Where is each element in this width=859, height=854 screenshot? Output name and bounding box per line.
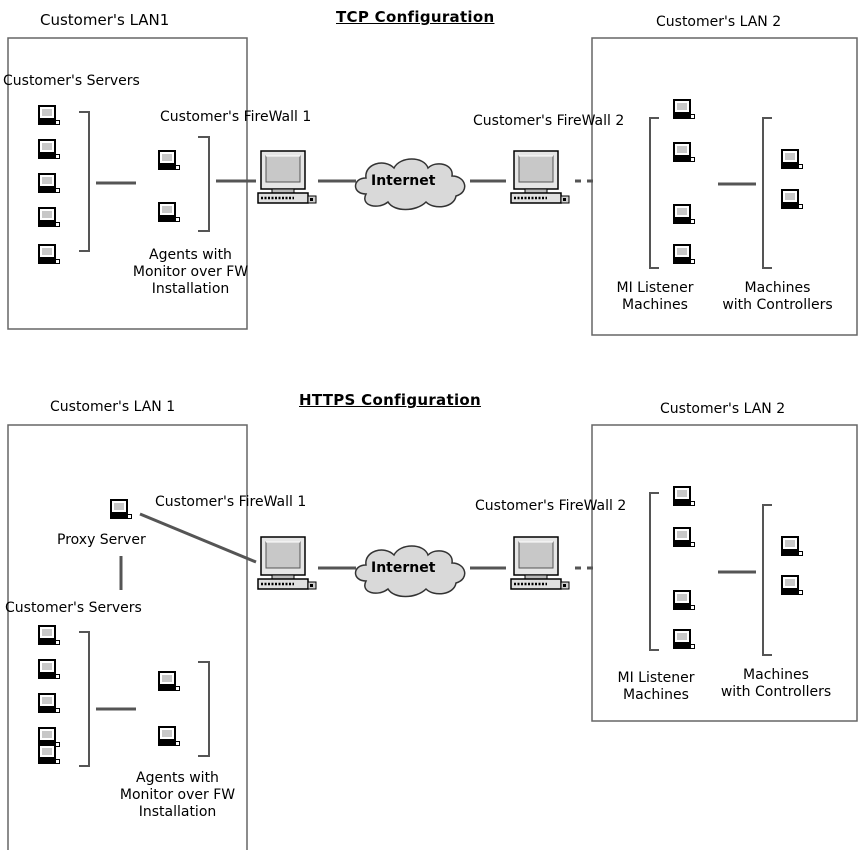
tcp-listener-label: MI Listener Machines (605, 280, 705, 314)
tcp-agent-computer-icon (157, 202, 181, 223)
tcp-listener-computer-icon (672, 204, 696, 225)
https-agents-line: Monitor over FW (119, 787, 236, 803)
https-firewall1-computer-icon (256, 535, 318, 591)
https-server-computer-icon (37, 625, 61, 646)
tcp-listener-computer-icon (672, 142, 696, 163)
https-agents-bracket (198, 661, 210, 757)
tcp-agent-computer-icon (157, 150, 181, 171)
tcp-servers-label: Customer's Servers (3, 73, 140, 89)
https-agent-computer-icon (157, 726, 181, 747)
tcp-agents-line: Installation (151, 281, 230, 297)
tcp-title: TCP Configuration (336, 8, 495, 26)
https-listener-computer-icon (672, 486, 696, 507)
tcp-controller-computer-icon (780, 189, 804, 210)
tcp-firewall1-label: Customer's FireWall 1 (160, 109, 312, 125)
https-listener-line: MI Listener (617, 670, 695, 686)
tcp-server-computer-icon (37, 244, 61, 265)
https-listener-label: MI Listener Machines (606, 670, 706, 704)
https-proxy-label: Proxy Server (57, 532, 146, 548)
https-lan2-label: Customer's LAN 2 (660, 401, 786, 417)
tcp-controllers-line: Machines (744, 280, 811, 296)
tcp-internet-label: Internet (371, 173, 436, 189)
https-lan1-label: Customer's LAN 1 (50, 399, 176, 415)
https-proxy-computer-icon (109, 499, 133, 520)
https-firewall1-label: Customer's FireWall 1 (155, 494, 307, 510)
https-listener-computer-icon (672, 527, 696, 548)
tcp-controllers-bracket (762, 117, 772, 269)
tcp-agents-line: Agents with (149, 247, 232, 263)
tcp-server-computer-icon (37, 173, 61, 194)
tcp-lan2-label: Customer's LAN 2 (656, 14, 782, 30)
tcp-firewall2-label: Customer's FireWall 2 (473, 113, 625, 129)
https-internet-label: Internet (371, 560, 436, 576)
https-listener-bracket (649, 492, 659, 651)
tcp-agents-line: Monitor over FW (132, 264, 249, 280)
tcp-lan1-label: Customer's LAN1 (40, 11, 170, 29)
tcp-controllers-label: Machines with Controllers (710, 280, 845, 314)
tcp-firewall1-computer-icon (256, 149, 318, 205)
tcp-servers-bracket (79, 111, 90, 252)
tcp-lan1-box (7, 37, 248, 330)
tcp-lan2-box (591, 37, 858, 336)
https-firewall2-label: Customer's FireWall 2 (475, 498, 627, 514)
https-agents-line: Installation (138, 804, 217, 820)
https-listener-line: Machines (623, 687, 689, 703)
https-server-computer-icon (37, 659, 61, 680)
https-controllers-line: with Controllers (720, 684, 832, 700)
tcp-agents-label: Agents with Monitor over FW Installation (128, 247, 253, 298)
https-controllers-bracket (762, 504, 772, 656)
https-title: HTTPS Configuration (299, 391, 481, 409)
tcp-listener-line: Machines (622, 297, 688, 313)
https-controller-computer-icon (780, 575, 804, 596)
https-server-computer-icon (37, 744, 61, 765)
tcp-listener-line: MI Listener (616, 280, 694, 296)
tcp-listener-bracket (649, 117, 659, 269)
https-firewall2-computer-icon (509, 535, 571, 591)
https-agents-label: Agents with Monitor over FW Installation (115, 770, 240, 821)
https-servers-label: Customer's Servers (5, 600, 142, 616)
tcp-listener-computer-icon (672, 244, 696, 265)
tcp-controllers-line: with Controllers (722, 297, 833, 313)
https-agents-line: Agents with (136, 770, 219, 786)
https-servers-bracket (79, 631, 90, 767)
tcp-server-computer-icon (37, 139, 61, 160)
tcp-controller-computer-icon (780, 149, 804, 170)
https-lan2-box (591, 424, 858, 722)
https-proxy-firewall-link (139, 512, 257, 564)
https-listener-computer-icon (672, 629, 696, 650)
tcp-server-computer-icon (37, 207, 61, 228)
https-listener-computer-icon (672, 590, 696, 611)
https-server-computer-icon (37, 693, 61, 714)
https-controllers-label: Machines with Controllers (706, 667, 846, 701)
tcp-agents-bracket (198, 136, 210, 232)
tcp-listener-computer-icon (672, 99, 696, 120)
https-agent-computer-icon (157, 671, 181, 692)
https-controllers-line: Machines (743, 667, 809, 683)
tcp-section (7, 37, 858, 336)
tcp-server-computer-icon (37, 105, 61, 126)
https-controller-computer-icon (780, 536, 804, 557)
tcp-firewall2-computer-icon (509, 149, 571, 205)
